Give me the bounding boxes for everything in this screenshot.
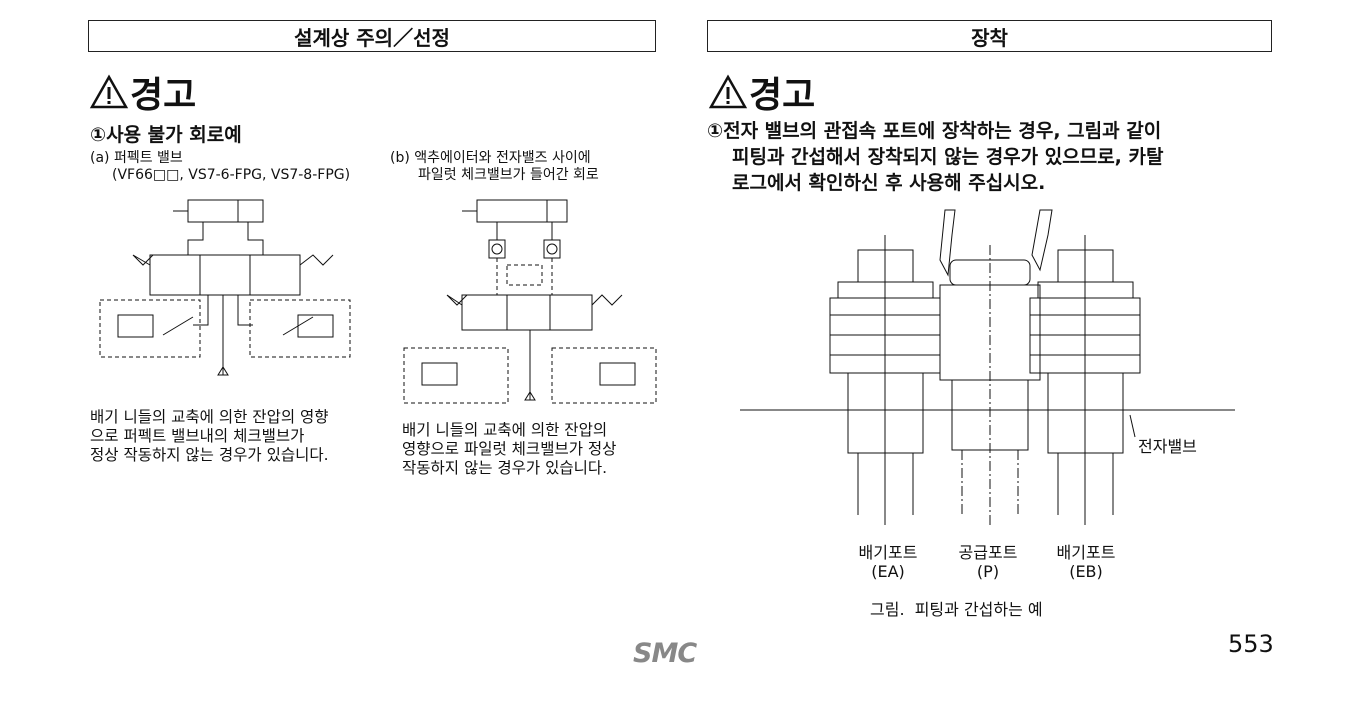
desc-line: 배기 니들의 교축에 의한 잔압의 xyxy=(402,421,608,439)
port-label-p: 공급포트(P) xyxy=(948,543,1028,581)
desc-line: 영향으로 파일럿 체크밸브가 정상 xyxy=(402,440,617,458)
port-code: (EB) xyxy=(1069,562,1103,581)
desc-line: 작동하지 않는 경우가 있습니다. xyxy=(402,459,608,477)
note-line: 로그에서 확인하신 후 사용해 주십시오. xyxy=(732,172,1046,194)
warning-label: 경고 xyxy=(130,75,197,116)
circuit-b-title-line2: 파일럿 체크밸브가 들어간 회로 xyxy=(418,167,599,183)
port-label-ea: 배기포트(EA) xyxy=(848,543,928,581)
desc-line: 배기 니들의 교축에 의한 잔압의 영향 xyxy=(90,408,329,426)
fitting-interference-figure xyxy=(740,209,1235,525)
circuit-b-title: (b) 액추에이터와 전자밸즈 사이에 xyxy=(390,150,591,166)
item-title-left: ①사용 불가 회로예 xyxy=(90,124,242,146)
port-code: (P) xyxy=(976,562,1000,581)
mounting-note: ①전자 밸브의 관접속 포트에 장착하는 경우, 그림과 같이 피팅과 간섭해서… xyxy=(707,118,1163,196)
warning-heading-right: 경고 xyxy=(708,66,816,118)
circuit-a-description: 배기 니들의 교축에 의한 잔압의 영향 으로 퍼펙트 밸브내의 체크밸브가 정… xyxy=(90,408,329,465)
section-header-mounting: 장착 xyxy=(707,20,1272,52)
circuit-diagram-b xyxy=(403,199,657,404)
figure-caption: 그림. 피팅과 간섭하는 예 xyxy=(870,600,1043,619)
circuit-b-description: 배기 니들의 교축에 의한 잔압의 영향으로 파일럿 체크밸브가 정상 작동하지… xyxy=(402,421,616,478)
warning-label: 경고 xyxy=(749,75,816,116)
desc-line: 정상 작동하지 않는 경우가 있습니다. xyxy=(90,446,329,464)
port-name: 배기포트 xyxy=(1056,543,1116,562)
fitting-left xyxy=(829,235,941,525)
section-header-design: 설계상 주의／선정 xyxy=(88,20,656,52)
port-name: 공급포트 xyxy=(958,543,1018,562)
fitting-center xyxy=(939,245,1041,525)
warning-heading-left: 경고 xyxy=(89,66,197,118)
circuit-diagram-a xyxy=(99,199,351,376)
circuit-a-models: (VF66□□, VS7-6-FPG, VS7-8-FPG) xyxy=(112,167,351,183)
circuit-a-title: (a) 퍼펙트 밸브 xyxy=(90,150,183,166)
smc-logo: SMC xyxy=(633,638,697,669)
page-number: 553 xyxy=(1228,630,1274,658)
fitting-right xyxy=(1029,235,1141,525)
warning-triangle-icon xyxy=(89,74,129,109)
desc-line: 으로 퍼펙트 밸브내의 체크밸브가 xyxy=(90,427,305,445)
note-line: 피팅과 간섭해서 장착되지 않는 경우가 있으므로, 카탈 xyxy=(732,146,1164,168)
hand-icon xyxy=(939,209,1053,277)
port-code: (EA) xyxy=(871,562,905,581)
warning-triangle-icon xyxy=(708,74,748,109)
port-name: 배기포트 xyxy=(858,543,918,562)
port-label-eb: 배기포트(EB) xyxy=(1046,543,1126,581)
valve-label: 전자밸브 xyxy=(1138,437,1197,456)
note-line: ①전자 밸브의 관접속 포트에 장착하는 경우, 그림과 같이 xyxy=(707,120,1162,142)
